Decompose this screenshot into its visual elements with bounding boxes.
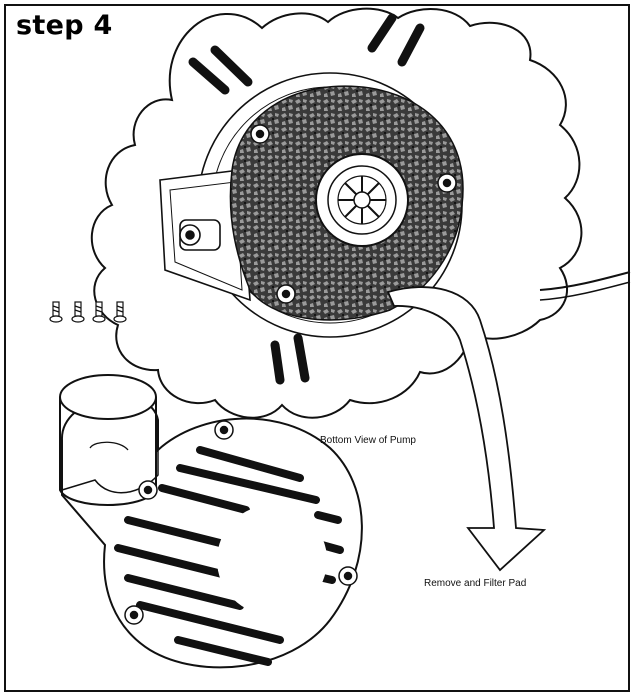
remove-pad-label: Remove and Filter Pad: [424, 578, 526, 589]
cover-opening: [217, 505, 327, 615]
screw-icon: [72, 302, 84, 322]
screw-icon: [50, 302, 62, 322]
step-title: step 4: [16, 10, 113, 41]
intake-hub: [316, 154, 408, 246]
bottom-view-label: Bottom View of Pump: [320, 435, 416, 446]
